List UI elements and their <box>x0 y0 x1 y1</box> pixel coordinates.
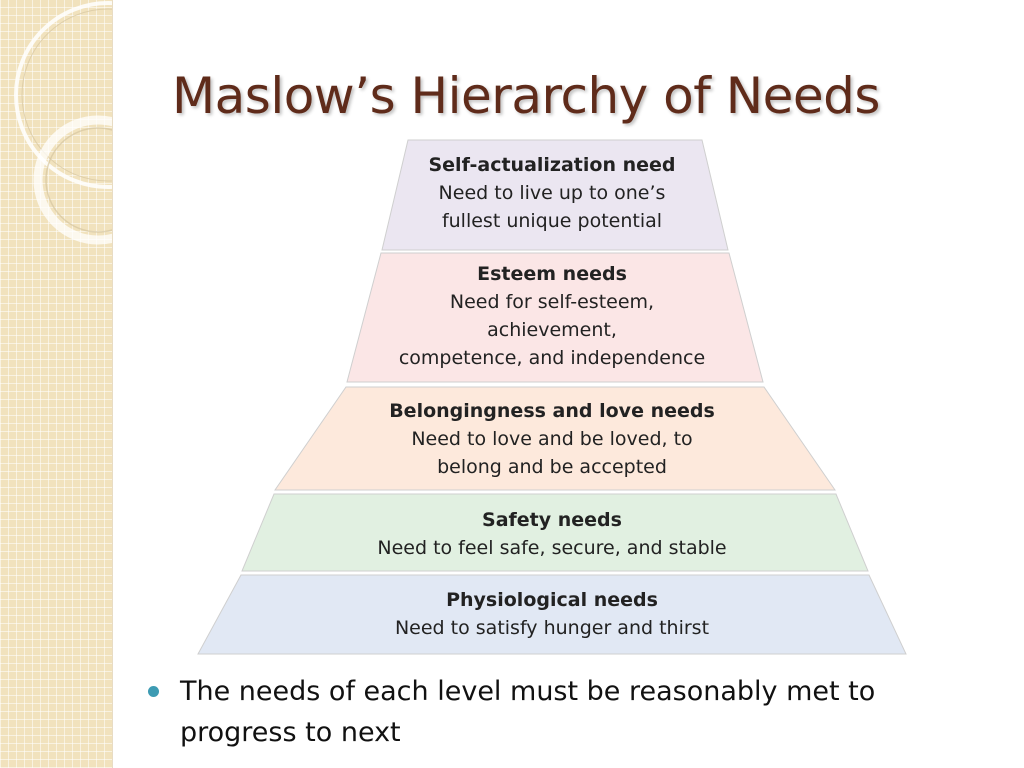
tier-physiological-text: Physiological needs Need to satisfy hung… <box>195 586 909 642</box>
tier-name: Belongingness and love needs <box>389 400 715 422</box>
tier-description-line: Need for self-esteem, <box>449 291 655 313</box>
tier-self-actualization <box>381 139 729 251</box>
tier-safety-text: Safety needs Need to feel safe, secure, … <box>195 506 909 562</box>
tier-name: Physiological needs <box>446 589 658 611</box>
band-divider <box>112 0 116 768</box>
tier-description-line: Need to feel safe, secure, and stable <box>377 537 727 559</box>
tier-safety <box>241 493 869 572</box>
slide-title: Maslow’s Hierarchy of Needs <box>172 67 880 125</box>
tier-esteem <box>346 252 764 383</box>
tier-name: Esteem needs <box>477 263 627 285</box>
tier-name: Self-actualization need <box>428 154 676 176</box>
pyramid-graphic <box>197 139 907 655</box>
tier-belongingness <box>274 386 836 491</box>
tier-description-line: Need to satisfy hunger and thirst <box>394 617 710 639</box>
decorative-circles <box>14 1 112 245</box>
tier-physiological <box>197 574 907 655</box>
maslow-pyramid: Self-actualization need Need to live up … <box>195 137 909 655</box>
tier-description-line: Need to love and be loved, to <box>411 428 693 450</box>
tier-belongingness-text: Belongingness and love needs Need to lov… <box>195 397 909 481</box>
tier-description-line: belong and be accepted <box>437 456 667 478</box>
bullet-text: The needs of each level must be reasonab… <box>180 676 876 748</box>
tier-name: Safety needs <box>482 509 622 531</box>
tier-description-line: competence, and independence <box>398 347 706 369</box>
bullet-dot-icon <box>148 686 159 697</box>
tier-esteem-text: Esteem needs Need for self-esteem, achie… <box>195 260 909 372</box>
tier-description-line: fullest unique potential <box>441 210 663 232</box>
tier-description-line: Need to live up to one’s <box>438 182 666 204</box>
tier-self-actualization-text: Self-actualization need Need to live up … <box>195 151 909 235</box>
tier-description-line: achievement, <box>487 319 617 341</box>
decorative-side-band <box>0 0 112 768</box>
